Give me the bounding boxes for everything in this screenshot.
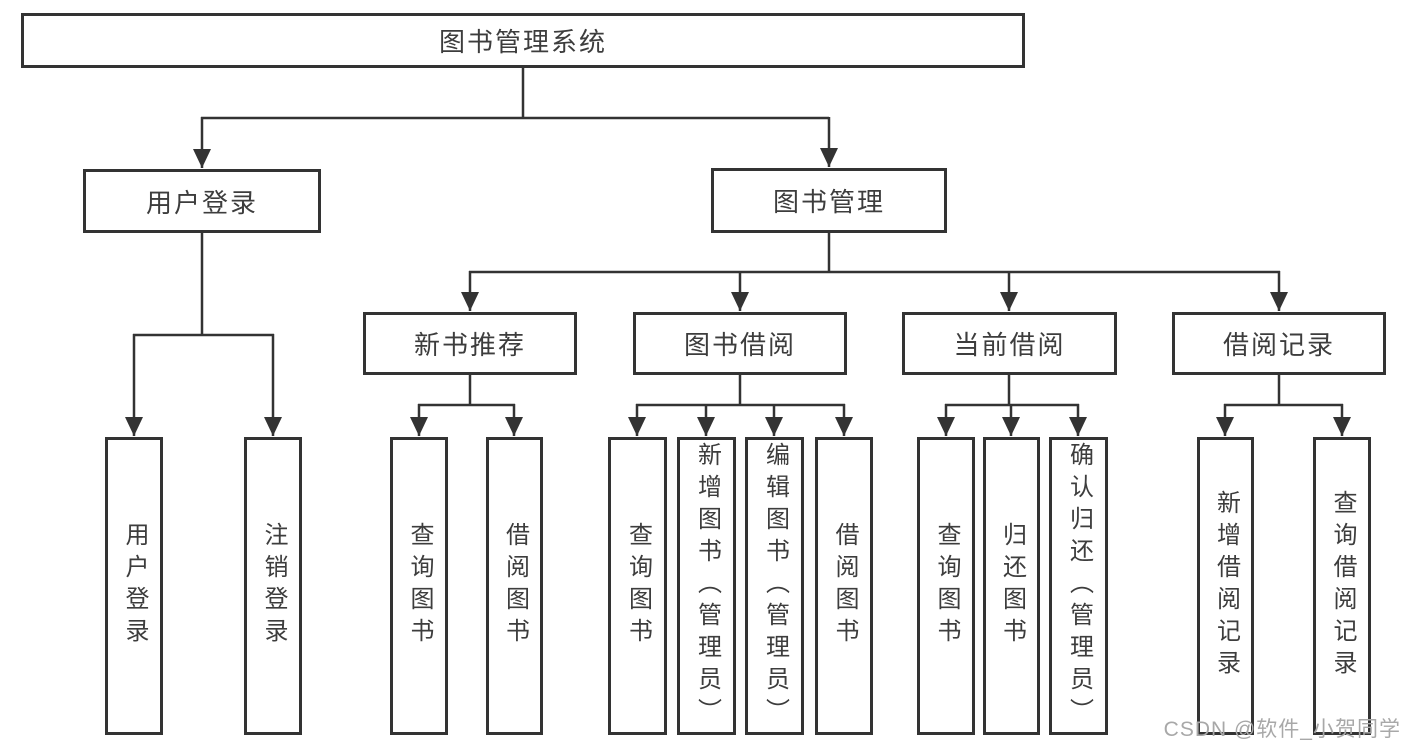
node-book-management: 图书管理 <box>711 168 947 233</box>
leaf-query-books: 查询图书 <box>390 437 448 735</box>
node-current-borrowing: 当前借阅 <box>902 312 1117 375</box>
leaf-add-books-admin: 新增图书（管理员） <box>677 437 736 735</box>
leaf-edit-books-admin: 编辑图书（管理员） <box>745 437 804 735</box>
leaf-user-login: 用户登录 <box>105 437 163 735</box>
leaf-borrow-books: 借阅图书 <box>815 437 873 735</box>
leaf-query-books: 查询图书 <box>608 437 667 735</box>
leaf-query-books: 查询图书 <box>917 437 975 735</box>
watermark: CSDN @软件_小贺同学 <box>1163 718 1401 741</box>
node-user-login: 用户登录 <box>83 169 321 233</box>
leaf-query-borrow-record: 查询借阅记录 <box>1313 437 1371 735</box>
node-borrowing-records: 借阅记录 <box>1172 312 1386 375</box>
leaf-return-books: 归还图书 <box>983 437 1040 735</box>
leaf-confirm-return-admin: 确认归还（管理员） <box>1049 437 1108 735</box>
leaf-borrow-books: 借阅图书 <box>486 437 543 735</box>
leaf-add-borrow-record: 新增借阅记录 <box>1197 437 1254 735</box>
node-library-management-system: 图书管理系统 <box>21 13 1025 68</box>
node-book-borrowing: 图书借阅 <box>633 312 847 375</box>
leaf-logout: 注销登录 <box>244 437 302 735</box>
node-new-book-recommendation: 新书推荐 <box>363 312 577 375</box>
